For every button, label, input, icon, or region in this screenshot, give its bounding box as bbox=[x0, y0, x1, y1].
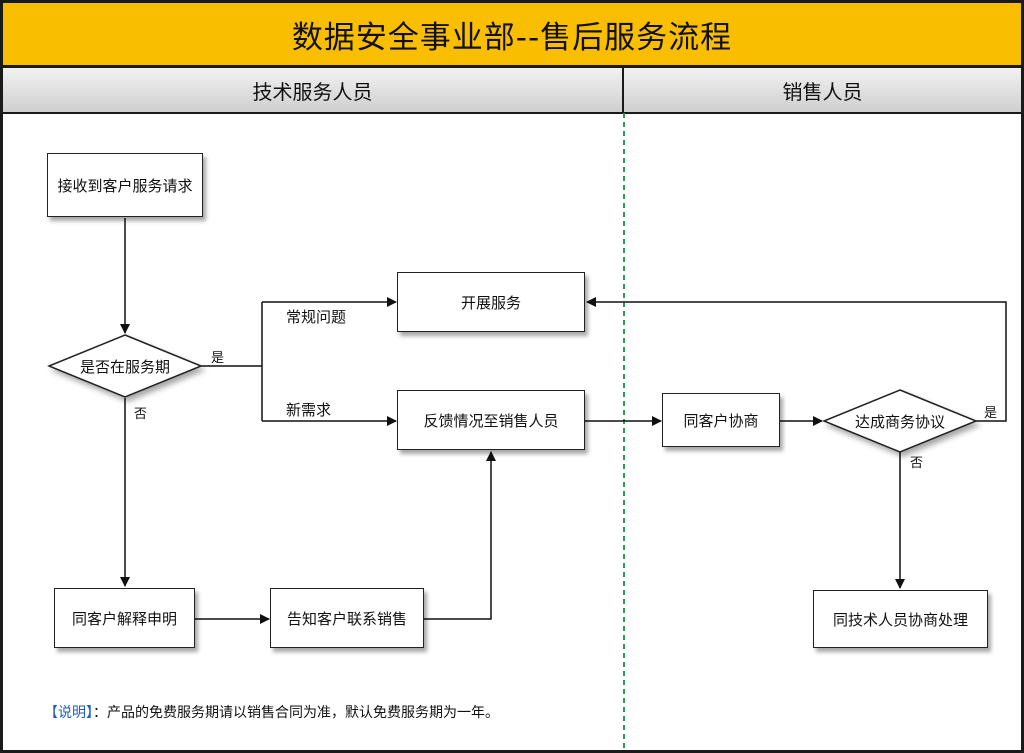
label-in-service-no: 否 bbox=[134, 407, 148, 422]
node-receive-request: 接收到客户服务请求 bbox=[47, 153, 203, 217]
label-new-demand: 新需求 bbox=[286, 401, 332, 419]
node-negotiate-customer: 同客户协商 bbox=[662, 393, 780, 447]
label-in-service-yes: 是 bbox=[211, 351, 225, 366]
node-start-service: 开展服务 bbox=[397, 272, 585, 332]
note: 【说明】：产品的免费服务期请以销售合同为准，默认免费服务期为一年。 bbox=[44, 702, 499, 722]
edge-notify-to-feedback bbox=[424, 451, 496, 620]
diagram-title: 数据安全事业部--售后服务流程 bbox=[3, 3, 1021, 68]
note-prefix: 【说明】 bbox=[44, 705, 93, 721]
node-feedback-to-sales: 反馈情况至销售人员 bbox=[397, 390, 585, 450]
node-cooperate-tech: 同技术人员协商处理 bbox=[813, 590, 988, 648]
label-routine: 常规问题 bbox=[286, 308, 347, 326]
edge-agreement-yes bbox=[586, 297, 1007, 422]
lane-header-tech: 技术服务人员 bbox=[3, 68, 624, 114]
node-explain-customer: 同客户解释申明 bbox=[54, 588, 195, 648]
note-text: ：产品的免费服务期请以销售合同为准，默认免费服务期为一年。 bbox=[93, 705, 499, 721]
decision-in-service-shape bbox=[47, 334, 203, 398]
lane-header-sales: 销售人员 bbox=[624, 68, 1021, 114]
label-agreement-no: 否 bbox=[910, 456, 924, 471]
decision-in-service-label: 是否在服务期 bbox=[79, 357, 170, 376]
node-notify-customer: 告知客户联系销售 bbox=[270, 588, 424, 648]
decision-agreement-shape bbox=[822, 389, 978, 453]
decision-agreement-label: 达成商务协议 bbox=[854, 412, 945, 431]
label-agreement-yes: 是 bbox=[984, 406, 998, 421]
